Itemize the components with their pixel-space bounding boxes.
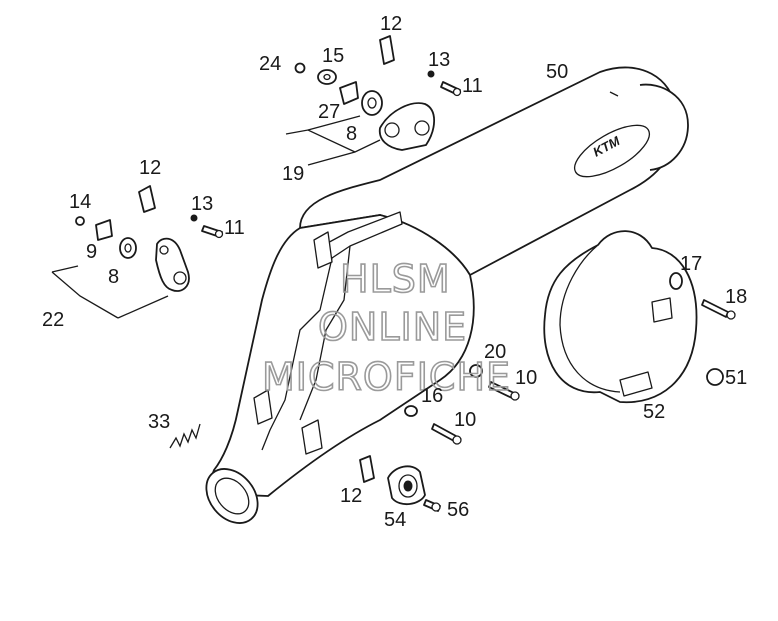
clamp-heat-guard — [543, 230, 698, 404]
callout-56: 56 — [447, 499, 469, 521]
watermark-line-3: MICROFICHE — [262, 355, 511, 399]
exhaust-manifold-heat-shield — [205, 211, 475, 524]
callout-24: 24 — [259, 53, 281, 75]
callout-19: 19 — [282, 163, 304, 185]
callout-20: 20 — [484, 341, 506, 363]
bolt-10-lower — [431, 423, 462, 445]
bolt-56 — [423, 499, 441, 512]
washer-17 — [669, 272, 683, 290]
grommet-51 — [706, 368, 724, 386]
callout-27: 27 — [318, 101, 340, 123]
silencer-body — [299, 66, 689, 276]
watermark-line-1: HLSM — [340, 257, 451, 301]
nut-24 — [294, 62, 306, 74]
callout-12-lower: 12 — [340, 485, 362, 507]
watermark: HLSM ONLINE MICROFICHE — [261, 256, 511, 400]
watermark-line-2: ONLINE — [318, 305, 467, 349]
bolt-18 — [701, 299, 736, 320]
callout-labels: 12 24 15 13 11 50 27 8 19 12 14 13 11 9 … — [42, 13, 747, 531]
clip-nut-12-upper — [379, 35, 395, 65]
washer-13-left — [190, 214, 198, 222]
callout-10: 10 — [515, 367, 537, 389]
washer-13-upper — [427, 70, 435, 78]
callout-18: 18 — [725, 286, 747, 308]
grommet-9 — [119, 237, 137, 259]
clip-nut-12-left — [138, 185, 156, 213]
bracket-22 — [155, 237, 190, 292]
callout-54: 54 — [384, 509, 406, 531]
washer-15 — [317, 69, 337, 85]
spacer-27 — [339, 81, 359, 105]
callout-14: 14 — [69, 191, 91, 213]
callout-13: 13 — [428, 49, 450, 71]
washer-20 — [469, 364, 483, 378]
callout-13-left: 13 — [191, 193, 213, 215]
callout-51: 51 — [725, 367, 747, 389]
clip-nut-12-lower — [359, 455, 375, 483]
damper-54 — [387, 465, 426, 505]
callout-12: 12 — [380, 13, 402, 35]
spacer-14 — [95, 219, 113, 241]
callout-8: 8 — [346, 123, 357, 145]
callout-22: 22 — [42, 309, 64, 331]
callout-17: 17 — [680, 253, 702, 275]
callout-8-left: 8 — [108, 266, 119, 288]
callout-11-left: 11 — [224, 217, 245, 239]
callout-11: 11 — [462, 75, 483, 97]
callout-12-left: 12 — [139, 157, 161, 179]
callout-33: 33 — [148, 411, 170, 433]
bolt-11-left — [201, 225, 224, 239]
nut-14 — [75, 216, 85, 226]
callout-16: 16 — [421, 385, 443, 407]
leader-lines — [51, 115, 381, 319]
grommet-8-upper — [361, 90, 383, 116]
callout-15: 15 — [322, 45, 344, 67]
callout-50: 50 — [546, 61, 568, 83]
spring-33 — [169, 423, 201, 449]
callout-9: 9 — [86, 241, 97, 263]
bracket-19 — [378, 102, 436, 151]
washer-16 — [404, 405, 418, 417]
bolt-10-upper — [488, 381, 520, 401]
bolt-11-upper — [440, 81, 462, 97]
callout-10-lower: 10 — [454, 409, 476, 431]
callout-52: 52 — [643, 401, 665, 423]
